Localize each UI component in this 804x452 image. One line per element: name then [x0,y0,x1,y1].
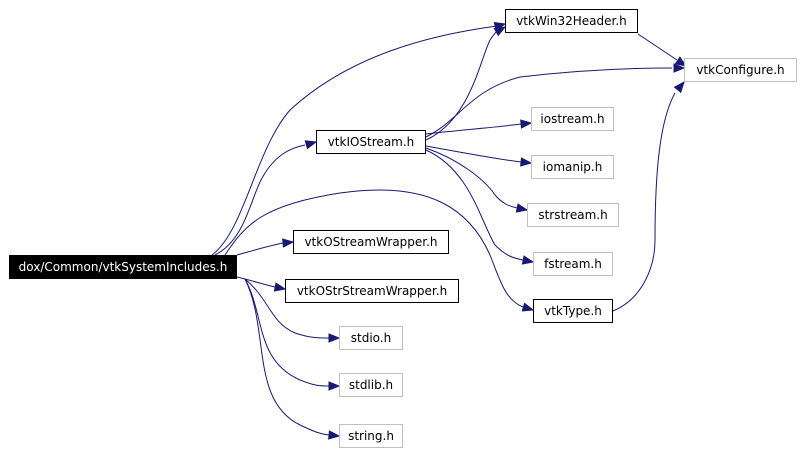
node-vtktype[interactable]: vtkType.h [533,299,613,323]
edge-vtkiostream-to-iostream [425,123,522,135]
edge-root-to-vtkiostream [214,144,306,256]
arrowhead-strstream [515,203,529,213]
arrowhead-fstream [521,255,535,265]
edge-vtktype-to-vtkconfigure [612,92,676,312]
arrowhead-stdlib [328,381,341,391]
edge-root-to-string [244,278,330,436]
edge-vtkwin32header-to-vtkconfigure [637,33,678,61]
arrowhead-string [328,430,341,440]
node-stdio[interactable]: stdio.h [339,326,403,350]
node-vtkostreamwrapper[interactable]: vtkOStreamWrapper.h [293,230,449,254]
arrowhead-vtkconfigure [673,63,686,73]
arrowhead-iomanip [520,157,533,167]
edge-vtkiostream-to-strstream [425,147,518,209]
arrowhead-vtkiostream [304,140,318,150]
arrowhead-vtkwin32header [493,26,507,37]
arrowhead-vtkostrstreamwrapper [273,282,287,292]
arrowhead-stdio [328,333,341,343]
node-vtksystemincludes[interactable]: dox/Common/vtkSystemIncludes.h [9,255,237,279]
node-iostream[interactable]: iostream.h [531,107,614,131]
edge-root-to-vtkostreamwrapper [236,242,284,256]
edge-vtkiostream-to-vtkwin32header [425,31,497,141]
node-vtkostrstreamwrapper[interactable]: vtkOStrStreamWrapper.h [285,279,459,303]
arrowhead-vtktype [521,302,535,312]
node-vtkiostream[interactable]: vtkIOStream.h [316,130,426,154]
node-fstream[interactable]: fstream.h [533,252,613,276]
edge-root-to-stdlib [244,278,330,387]
arrowhead-vtkconfigure [674,56,688,67]
edges-layer [211,21,688,440]
node-iomanip[interactable]: iomanip.h [531,155,614,179]
edge-root-to-vtkostrstreamwrapper [236,276,276,288]
arrowhead-iostream [520,119,533,129]
arrowhead-vtkconfigure [673,80,685,94]
edge-root-to-vtktype [224,189,524,308]
node-stdlib[interactable]: stdlib.h [339,373,403,397]
node-strstream[interactable]: strstream.h [527,203,619,227]
arrowhead-vtkostreamwrapper [282,238,295,248]
node-string[interactable]: string.h [339,424,403,448]
edge-vtkiostream-to-fstream [425,149,524,261]
edge-root-to-vtkwin32header [211,25,498,256]
node-vtkwin32header[interactable]: vtkWin32Header.h [505,9,638,33]
edge-vtkiostream-to-iomanip [425,145,522,163]
edge-root-to-stdio [244,278,330,339]
node-vtkconfigure[interactable]: vtkConfigure.h [684,58,797,82]
edge-vtkiostream-to-vtkconfigure [425,67,673,138]
